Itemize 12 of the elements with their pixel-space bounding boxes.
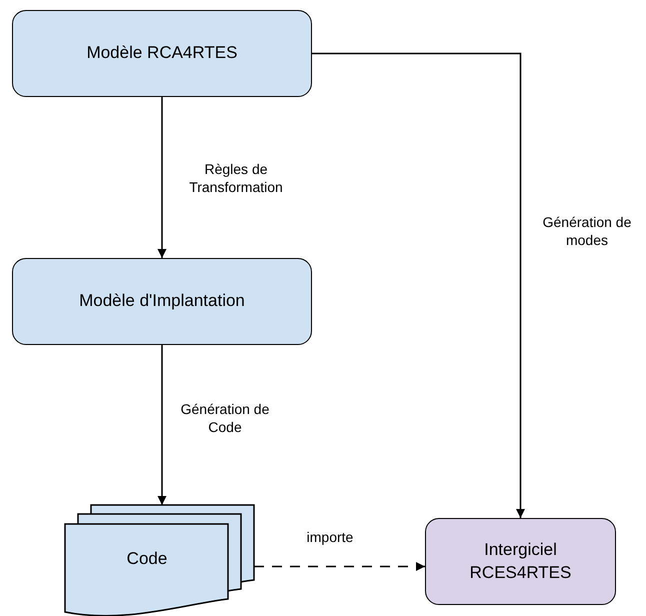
arrow xyxy=(312,52,525,518)
dashed-arrow xyxy=(254,562,425,571)
arrow xyxy=(158,97,166,258)
process-box xyxy=(12,10,312,97)
arrow xyxy=(158,345,166,505)
document-stack xyxy=(65,505,254,614)
node-label: Code xyxy=(126,548,168,570)
process-box xyxy=(12,258,312,345)
process-box xyxy=(425,518,616,605)
node-label: Modèle RCA4RTES xyxy=(86,42,238,64)
node-label: Intergiciel RCES4RTES xyxy=(468,539,572,584)
node-label: Modèle d'Implantation xyxy=(79,290,245,312)
